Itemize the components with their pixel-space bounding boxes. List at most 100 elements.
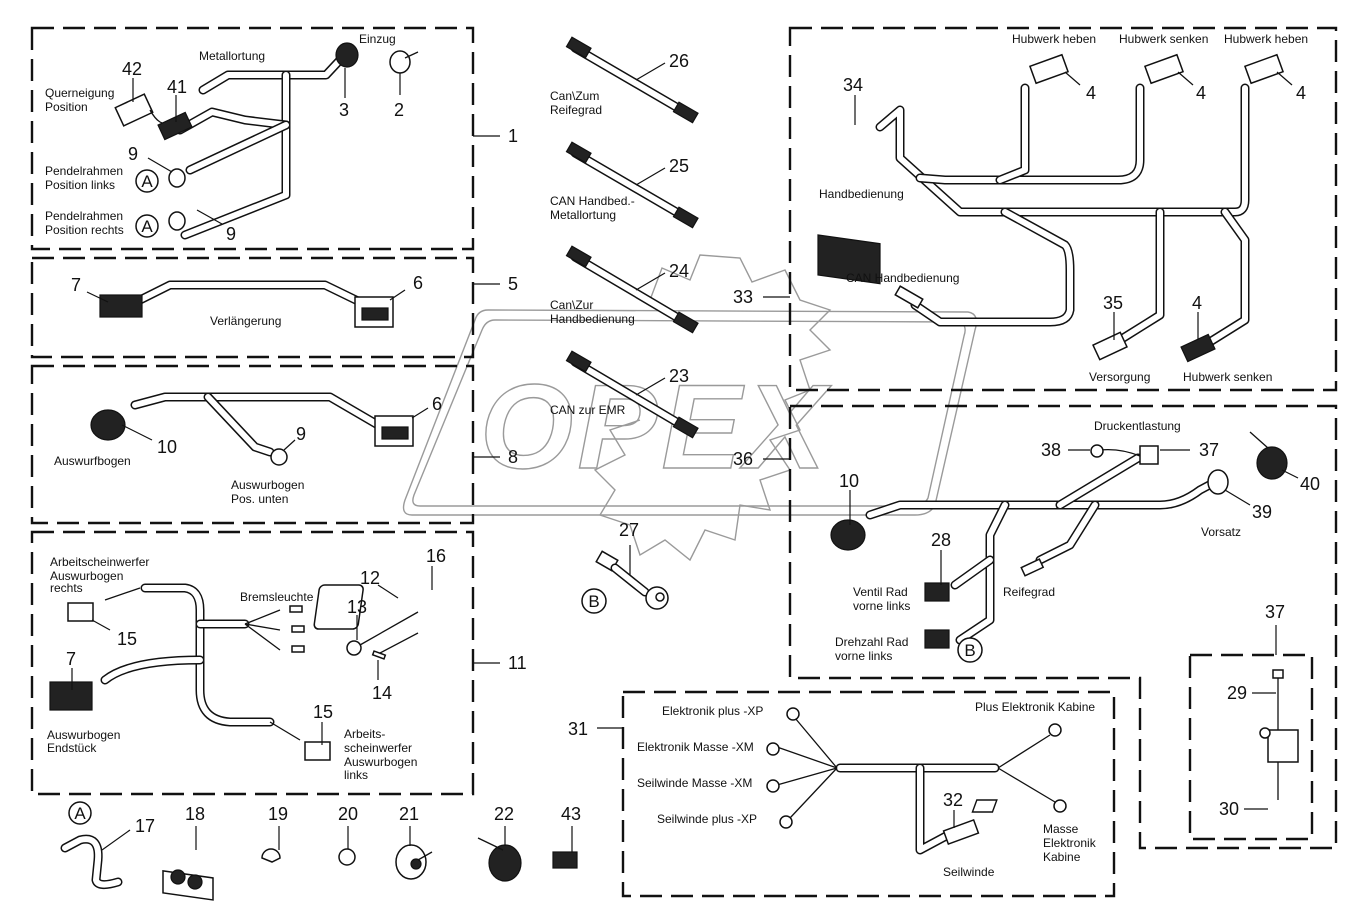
can-cable-25: 25 CAN Handbed.- Metallortung <box>550 141 699 229</box>
part-number-35[interactable]: 35 <box>1103 293 1123 313</box>
part-number-4d[interactable]: 4 <box>1192 293 1202 313</box>
label-querneigung-2: Position <box>45 100 88 114</box>
brake-light-16-icon <box>313 584 364 630</box>
label-drehzahl-rad-1: Drehzahl Rad <box>835 635 908 649</box>
label-arbeits-rechts-3: rechts <box>50 581 83 595</box>
callout-a[interactable]: A <box>141 217 153 236</box>
part-number-40[interactable]: 40 <box>1300 474 1320 494</box>
part-number-13[interactable]: 13 <box>347 597 367 617</box>
part-number-18[interactable]: 18 <box>185 804 205 824</box>
part-number-38[interactable]: 38 <box>1041 440 1061 460</box>
part-number-39[interactable]: 39 <box>1252 502 1272 522</box>
label-seilwinde: Seilwinde <box>943 865 995 879</box>
part-number-34[interactable]: 34 <box>843 75 863 95</box>
part-number-1[interactable]: 1 <box>508 126 518 146</box>
part-number-41[interactable]: 41 <box>167 77 187 97</box>
label-pendel-rechts-2: Position rechts <box>45 223 124 237</box>
group-1-sensor-harness: 1 3 2 42 41 9 9 Metallortung <box>30 26 518 251</box>
connector-speed-sensor-icon <box>924 629 950 649</box>
part-number-2[interactable]: 2 <box>394 100 404 120</box>
part-number-29[interactable]: 29 <box>1227 683 1247 703</box>
part-number-42[interactable]: 42 <box>122 59 142 79</box>
part-number-9b[interactable]: 9 <box>226 224 236 244</box>
part-number-10a[interactable]: 10 <box>157 437 177 457</box>
callout-b[interactable]: B <box>588 592 599 611</box>
connector-43-icon <box>552 851 578 869</box>
label-can-handbed-metall-1: CAN Handbed.- <box>550 194 635 208</box>
part-number-7b[interactable]: 7 <box>66 649 76 669</box>
part-number-31[interactable]: 31 <box>568 719 588 739</box>
solenoid-37-icon <box>1139 445 1159 465</box>
group-11-light-harness: 11 15 7 15 16 12 13 14 Arbeitsch <box>30 530 527 796</box>
part-number-25[interactable]: 25 <box>669 156 689 176</box>
callout-a[interactable]: A <box>141 172 153 191</box>
part-number-24[interactable]: 24 <box>669 261 689 281</box>
label-masse-kabine-2: Elektronik <box>1043 836 1097 850</box>
label-endstueck-2: Endstück <box>47 741 97 755</box>
sensor-27: 27 B <box>581 520 669 614</box>
part-number-9c[interactable]: 9 <box>296 424 306 444</box>
ring-terminal-icon <box>779 815 793 829</box>
connector-42-icon <box>114 93 154 127</box>
part-number-30[interactable]: 30 <box>1219 799 1239 819</box>
part-number-9a[interactable]: 9 <box>128 144 138 164</box>
control-unit-34-icon <box>817 234 881 285</box>
part-number-4c[interactable]: 4 <box>1296 83 1306 103</box>
part-number-6a[interactable]: 6 <box>413 273 423 293</box>
connector-4-icon <box>1180 333 1216 363</box>
part-number-10b[interactable]: 10 <box>839 471 859 491</box>
part-number-33[interactable]: 33 <box>733 287 753 307</box>
label-seil-plus: Seilwinde plus -XP <box>657 812 757 826</box>
terminal-icon <box>289 605 303 613</box>
label-hubwerk-senken-1: Hubwerk senken <box>1119 32 1208 46</box>
connector-35-icon <box>1092 331 1128 361</box>
group-33-frame <box>788 26 1338 392</box>
label-can-reifegrad-2: Reifegrad <box>550 103 602 117</box>
part-number-4b[interactable]: 4 <box>1196 83 1206 103</box>
watermark: OPEX <box>402 254 978 562</box>
part-number-4a[interactable]: 4 <box>1086 83 1096 103</box>
part-number-11[interactable]: 11 <box>508 653 527 673</box>
part-number-27[interactable]: 27 <box>619 520 639 540</box>
part-number-5[interactable]: 5 <box>508 274 518 294</box>
gasket-30-icon <box>971 799 998 813</box>
connector-3-icon <box>335 42 359 68</box>
part-number-17[interactable]: 17 <box>135 816 155 836</box>
valve-connector-4-icon <box>1028 53 1070 85</box>
part-number-23[interactable]: 23 <box>669 366 689 386</box>
part-number-19[interactable]: 19 <box>268 804 288 824</box>
label-handbedienung: Handbedienung <box>819 187 904 201</box>
part-number-28[interactable]: 28 <box>931 530 951 550</box>
part-number-14[interactable]: 14 <box>372 683 392 703</box>
part-number-43[interactable]: 43 <box>561 804 581 824</box>
part-number-22[interactable]: 22 <box>494 804 514 824</box>
label-verlaengerung: Verlängerung <box>210 314 281 328</box>
valve-connector-4-icon <box>1143 53 1185 85</box>
part-number-21[interactable]: 21 <box>399 804 419 824</box>
part-number-7a[interactable]: 7 <box>71 275 81 295</box>
part-number-26[interactable]: 26 <box>669 51 689 71</box>
part-number-15a[interactable]: 15 <box>117 629 137 649</box>
label-arbeits-rechts-1: Arbeitscheinwerfer <box>50 555 149 569</box>
callout-a-circle <box>68 801 92 825</box>
connector-10-icon <box>830 519 866 551</box>
part-number-16[interactable]: 16 <box>426 546 446 566</box>
label-pendel-links-2: Position links <box>45 178 115 192</box>
part-number-12[interactable]: 12 <box>360 568 380 588</box>
part-number-20[interactable]: 20 <box>338 804 358 824</box>
part-number-36[interactable]: 36 <box>733 449 753 469</box>
label-hubwerk-senken-2: Hubwerk senken <box>1183 370 1272 384</box>
callout-b[interactable]: B <box>964 641 975 660</box>
connector-7-icon <box>49 681 93 711</box>
part-number-37b[interactable]: 37 <box>1265 602 1285 622</box>
callout-a[interactable]: A <box>74 804 86 823</box>
sensor-9-left-icon <box>168 168 186 188</box>
part-number-6b[interactable]: 6 <box>432 394 442 414</box>
part-number-8[interactable]: 8 <box>508 447 518 467</box>
part-number-3[interactable]: 3 <box>339 100 349 120</box>
part-number-32[interactable]: 32 <box>943 790 963 810</box>
part-number-37a[interactable]: 37 <box>1199 440 1219 460</box>
label-plus-kabine: Plus Elektronik Kabine <box>975 700 1095 714</box>
part-number-15b[interactable]: 15 <box>313 702 333 722</box>
label-elek-masse: Elektronik Masse -XM <box>637 740 754 754</box>
